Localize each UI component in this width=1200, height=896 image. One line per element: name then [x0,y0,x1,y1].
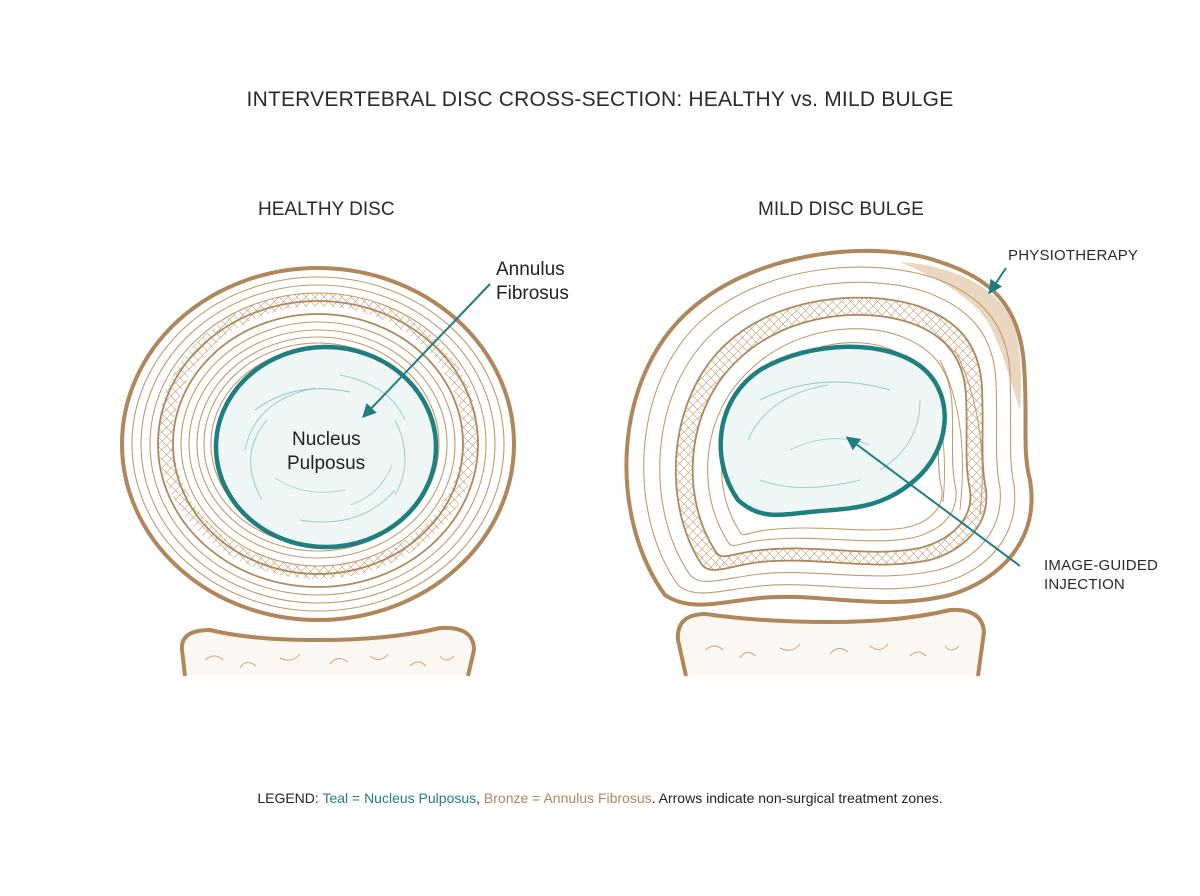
nucleus-label-line1: Nucleus [292,429,361,450]
bulge-nucleus-pulposus [718,344,947,518]
annulus-arrow [362,283,491,419]
healthy-vertebra [179,625,477,677]
healthy-disc-heading: HEALTHY DISC [258,199,395,220]
bulge-vertebra [675,607,987,677]
annulus-label-line1: Annulus [496,259,565,280]
legend-suffix: . Arrows indicate non-surgical treatment… [651,790,943,806]
physiotherapy-label: PHYSIOTHERAPY [1008,247,1139,264]
physiotherapy-arrow [988,267,1007,295]
bulge-disc [624,248,1034,677]
nucleus-label-line2: Pulposus [287,453,366,474]
legend-teal: Teal = Nucleus Pulposus [322,790,477,806]
bulge-disc-heading: MILD DISC BULGE [758,199,924,220]
injection-label-line2: INJECTION [1044,576,1125,593]
annulus-label-line2: Fibrosus [496,283,569,304]
legend-bronze: Bronze = Annulus Fibrosus [483,790,652,806]
healthy-disc [120,266,516,677]
injection-label-line1: IMAGE-GUIDED [1044,557,1159,574]
legend-separator: , [476,790,484,806]
legend-prefix: LEGEND: [257,790,323,806]
diagram-title: INTERVERTEBRAL DISC CROSS-SECTION: HEALT… [246,88,954,111]
legend: LEGEND: Teal = Nucleus Pulposus, Bronze … [0,790,1200,806]
injection-arrow [845,436,1021,567]
